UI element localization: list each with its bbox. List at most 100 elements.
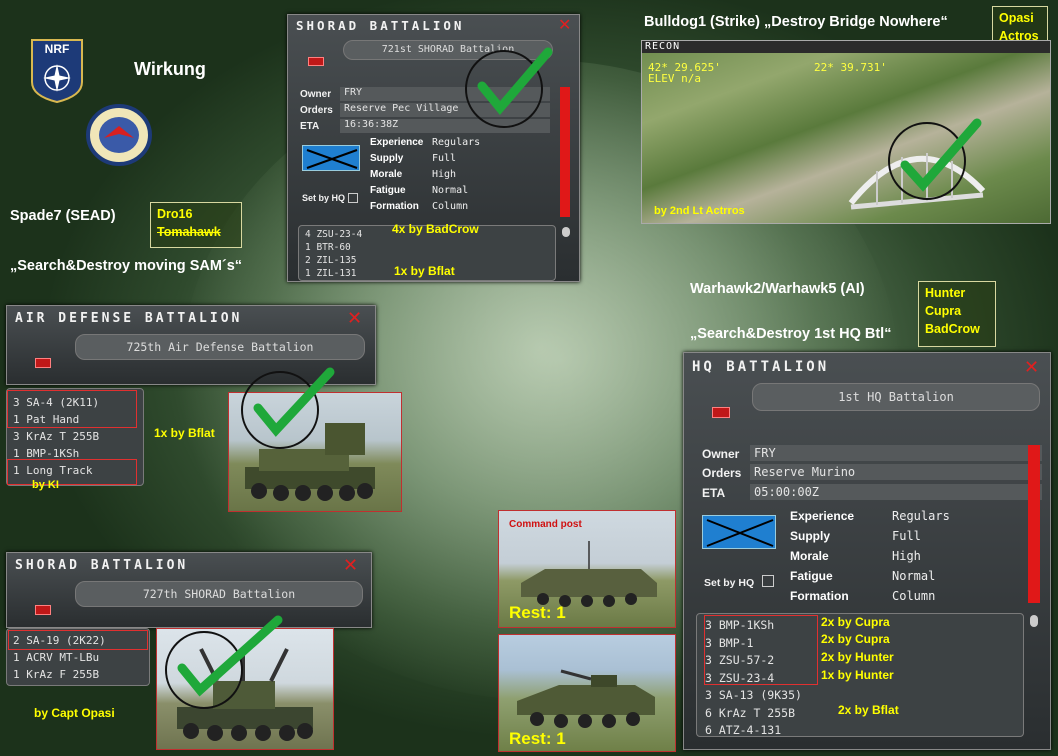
eta-value: 05:00:00Z bbox=[750, 484, 1042, 500]
list-item: 3 BMP-1 bbox=[705, 635, 754, 650]
warhawk-task: „Search&Destroy 1st HQ Btl“ bbox=[690, 326, 892, 342]
scroll-handle[interactable] bbox=[1030, 615, 1038, 627]
hq-battalion-window: HQ BATTALION ✕ 1st HQ Battalion Owner FR… bbox=[683, 352, 1051, 750]
owner-label: Owner bbox=[300, 89, 332, 100]
destroyed-highlight bbox=[7, 459, 137, 485]
kill-credit-badcrow: 4x by BadCrow bbox=[392, 222, 479, 236]
list-item: 1 BMP-1KSh bbox=[13, 447, 80, 460]
unit-flag-icon bbox=[712, 407, 730, 418]
command-post-label: Command post bbox=[509, 519, 582, 530]
list-item: 3 ZSU-57-2 bbox=[705, 653, 775, 667]
spade-note-line2: Tomahawk bbox=[157, 225, 221, 239]
kill-credit-bflat: 1x by Bflat bbox=[154, 426, 215, 440]
recon-image: RECON 42* 29.625' 22* 39.731' ELEV n/a b… bbox=[641, 40, 1051, 224]
owner-value: FRY bbox=[750, 445, 1042, 461]
list-item: 1 ACRV MT-LBu bbox=[13, 651, 100, 664]
set-by-hq-checkbox[interactable] bbox=[348, 193, 358, 203]
stat-label: Formation bbox=[370, 201, 419, 212]
recon-coord-lat: 42* 29.625' bbox=[648, 61, 721, 74]
spade-pilot-note: Dro16 Tomahawk bbox=[150, 202, 242, 248]
spade-header: Spade7 (SEAD) bbox=[10, 208, 116, 224]
unit-list: 3 SA-4 (2K11) 1 Pat Hand 3 KrAz T 255B 1… bbox=[6, 388, 144, 486]
set-by-hq-label: Set by HQ bbox=[302, 193, 346, 203]
battalion-name-field: 725th Air Defense Battalion bbox=[75, 334, 365, 360]
recon-coord-lon: 22* 39.731' bbox=[814, 61, 887, 74]
unit-list: 2 SA-19 (2K22) 1 ACRV MT-LBu 1 KrAz F 25… bbox=[6, 628, 150, 686]
stat-label: Formation bbox=[790, 589, 849, 603]
set-by-hq-checkbox[interactable] bbox=[762, 575, 774, 587]
kill-credit: 2x by Cupra bbox=[821, 615, 890, 629]
kill-credit: 1x by Hunter bbox=[821, 668, 894, 682]
checkmark-icon bbox=[165, 615, 283, 709]
recon-label: RECON bbox=[645, 41, 681, 52]
list-item: 2 ZIL-135 bbox=[305, 255, 357, 266]
bulldog-note-line2: Actros bbox=[999, 29, 1039, 43]
stat-value: Normal bbox=[432, 185, 469, 196]
shorad-721-window: SHORAD BATTALION ✕ 721st SHORAD Battalio… bbox=[287, 14, 580, 282]
stat-value: Regulars bbox=[432, 137, 481, 148]
checkmark-icon bbox=[241, 367, 335, 449]
warhawk-header: Warhawk2/Warhawk5 (AI) bbox=[690, 281, 865, 297]
list-item: 1 BTR-60 bbox=[305, 242, 351, 253]
close-icon[interactable]: ✕ bbox=[343, 555, 359, 576]
close-icon[interactable]: ✕ bbox=[1024, 357, 1040, 378]
orders-label: Orders bbox=[300, 105, 333, 116]
stat-label: Experience bbox=[370, 137, 424, 148]
warhawk-note-line3: BadCrow bbox=[925, 322, 980, 336]
orders-value: Reserve Murino bbox=[750, 464, 1042, 480]
list-item: 1 KrAz F 255B bbox=[13, 668, 100, 681]
kill-credit-bflat: 1x by Bflat bbox=[394, 264, 455, 278]
list-item: 1 ZIL-131 bbox=[305, 268, 357, 279]
stat-value: Column bbox=[432, 201, 469, 212]
destroyed-highlight bbox=[7, 390, 137, 428]
list-item: 4 ZSU-23-4 bbox=[305, 229, 363, 240]
warhawk-pilot-note: Hunter Cupra BadCrow bbox=[918, 281, 996, 347]
list-item: 3 SA-13 (9K35) bbox=[705, 688, 802, 702]
list-item: 3 KrAz T 255B bbox=[13, 430, 100, 443]
bulldog-note-line1: Opasi bbox=[999, 11, 1034, 25]
bmp-photo: Rest: 1 bbox=[498, 634, 676, 752]
list-item: 6 KrAz T 255B bbox=[705, 705, 796, 720]
capt-opasi-credit: by Capt Opasi bbox=[34, 706, 115, 720]
bridge-icon bbox=[848, 153, 986, 210]
stat-value: Full bbox=[432, 153, 457, 164]
window-title: SHORAD BATTALION bbox=[15, 558, 189, 573]
checkmark-icon bbox=[888, 118, 982, 200]
close-icon[interactable]: ✕ bbox=[558, 15, 572, 34]
warhawk-note-line2: Cupra bbox=[925, 304, 962, 318]
warhawk-note-line1: Hunter bbox=[925, 286, 966, 300]
eta-label: ETA bbox=[300, 121, 320, 132]
stat-value: Normal bbox=[892, 569, 936, 583]
eta-value: 16:36:38Z bbox=[340, 119, 550, 133]
nrf-logo-text: NRF bbox=[44, 42, 70, 56]
orders-label: Orders bbox=[702, 466, 742, 480]
sam-vehicle-photo bbox=[228, 392, 402, 512]
battalion-name-field: 727th SHORAD Battalion bbox=[75, 581, 363, 607]
kill-credit: 2x by Cupra bbox=[821, 632, 890, 646]
unit-list: 3 BMP-1KSh 3 BMP-1 3 ZSU-57-2 3 ZSU-23-4… bbox=[696, 613, 1024, 737]
rest-count: Rest: 1 bbox=[509, 603, 566, 622]
destroyed-highlight bbox=[704, 615, 818, 685]
set-by-hq-label: Set by HQ bbox=[704, 577, 755, 589]
shorad-727-window: SHORAD BATTALION ✕ 727th SHORAD Battalio… bbox=[6, 552, 372, 628]
battalion-name-field: 1st HQ Battalion bbox=[752, 383, 1040, 411]
air-defense-725-window: AIR DEFENSE BATTALION ✕ 725th Air Defens… bbox=[6, 305, 376, 385]
strength-bar bbox=[1028, 445, 1040, 603]
window-title: HQ BATTALION bbox=[692, 359, 830, 375]
list-item: 1 Pat Hand bbox=[13, 413, 80, 426]
kill-credit: 2x by Hunter bbox=[821, 650, 894, 664]
wing-badge-emblem bbox=[86, 104, 152, 166]
unit-flag-icon bbox=[35, 605, 51, 615]
close-icon[interactable]: ✕ bbox=[347, 308, 363, 329]
scroll-handle[interactable] bbox=[562, 227, 570, 237]
owner-value: FRY bbox=[340, 87, 550, 101]
stat-label: Experience bbox=[790, 509, 855, 523]
window-title: SHORAD BATTALION bbox=[296, 18, 465, 33]
stat-label: Morale bbox=[370, 169, 403, 180]
eta-label: ETA bbox=[702, 486, 726, 500]
rest-count: Rest: 1 bbox=[509, 729, 566, 748]
unit-flag-icon bbox=[308, 57, 324, 66]
checkmark-icon bbox=[465, 47, 553, 128]
spade-task: „Search&Destroy moving SAM´s“ bbox=[10, 258, 243, 274]
